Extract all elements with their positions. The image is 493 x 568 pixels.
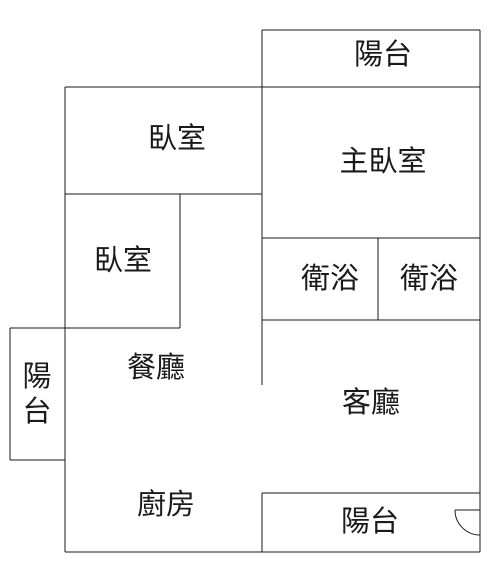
interior-walls [65, 87, 480, 552]
room-label-balcony-bottom: 陽台 [341, 504, 399, 538]
room-label-bathroom-left: 衛浴 [301, 261, 359, 295]
room-label-living-room: 客廳 [342, 385, 400, 419]
room-label-bedroom-lower: 臥室 [94, 243, 152, 277]
room-label-balcony-left-line1: 陽 [22, 359, 51, 393]
room-label-dining-room: 餐廳 [127, 350, 185, 384]
outer-walls [9, 29, 481, 553]
room-label-bedroom-upper: 臥室 [148, 121, 206, 155]
room-label-kitchen: 廚房 [137, 487, 195, 521]
room-label-master-bedroom: 主臥室 [339, 144, 426, 178]
door-swing [454, 509, 481, 536]
room-label-bathroom-right: 衛浴 [400, 261, 458, 295]
room-label-balcony-top: 陽台 [354, 37, 412, 71]
room-label-balcony-left-line2: 台 [22, 394, 51, 428]
